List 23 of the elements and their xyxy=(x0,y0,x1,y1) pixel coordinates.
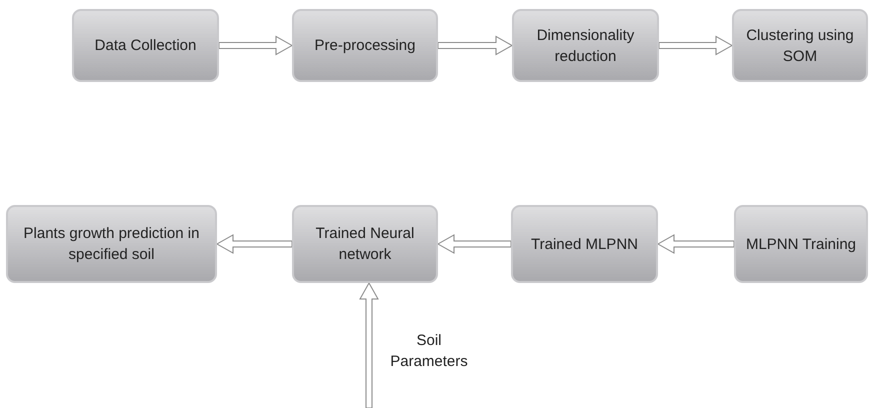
box-text: Trained Neural network xyxy=(314,224,416,265)
process-box xyxy=(72,9,219,82)
box-text: Clustering using SOM xyxy=(745,26,855,66)
process-box xyxy=(292,9,438,82)
hollow-arrow xyxy=(216,234,292,254)
process-box xyxy=(6,205,217,283)
box-text: Pre-processing xyxy=(314,36,416,56)
process-box xyxy=(292,205,438,283)
process-box xyxy=(511,205,658,283)
hollow-arrow xyxy=(359,282,379,408)
process-box xyxy=(732,9,868,82)
box-text: Plants growth prediction in specified soil xyxy=(22,224,200,265)
process-box xyxy=(734,205,868,283)
box-text: MLPNN Training xyxy=(746,234,856,254)
hollow-arrow xyxy=(656,234,734,254)
box-text: Dimensionality reduction xyxy=(536,26,636,66)
hollow-arrow xyxy=(658,36,734,56)
box-text: Data Collection xyxy=(94,36,196,56)
process-box xyxy=(512,9,659,82)
hollow-arrow xyxy=(438,36,514,56)
hollow-arrow xyxy=(218,36,294,56)
box-text: Trained MLPNN xyxy=(531,234,638,254)
hollow-arrow xyxy=(436,234,512,254)
